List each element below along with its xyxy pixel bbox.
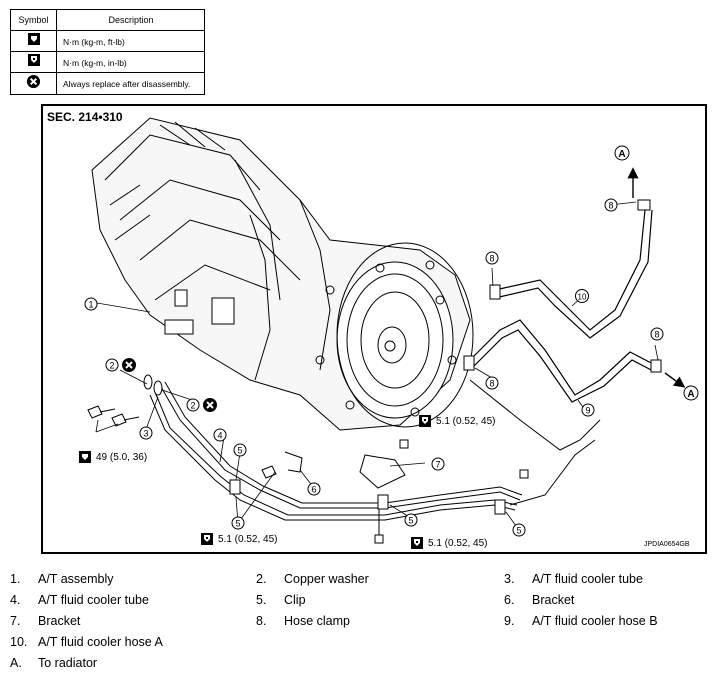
callout-10: 10 (574, 289, 590, 306)
svg-text:8: 8 (489, 379, 494, 389)
callout-a: A (683, 385, 699, 404)
figure-id: JPDIA0654GB (644, 541, 690, 548)
legend-item: 4.A/T fluid cooler tube (10, 593, 149, 607)
legend-item: 9.A/T fluid cooler hose B (504, 614, 658, 628)
symbol-description: N·m (kg-m, ft-lb) (63, 36, 125, 47)
svg-text:5: 5 (235, 519, 240, 529)
legend-item: 8.Hose clamp (256, 614, 350, 628)
cooler-hose-a (489, 167, 653, 339)
diagram-frame (41, 104, 707, 554)
legend-item: A.To radiator (10, 656, 98, 670)
svg-text:2: 2 (190, 401, 195, 411)
svg-text:8: 8 (654, 330, 659, 340)
svg-text:9: 9 (585, 406, 590, 416)
always-replace-icon (203, 398, 217, 412)
callout-8: 8 (604, 198, 618, 215)
callout-8: 8 (485, 376, 499, 393)
torque-spec-5-1: 5.1 (0.52, 45) (410, 536, 487, 550)
symbol-description: N·m (kg-m, in-lb) (63, 57, 127, 68)
symbol-row: N·m (kg-m, in-lb) (11, 51, 204, 73)
always-replace-icon (122, 358, 136, 372)
svg-text:1: 1 (88, 300, 93, 310)
torque-wrench-small-icon (27, 53, 41, 72)
symbol-row: Always replace after disassembly. (11, 72, 204, 95)
torque-wrench-small-icon (200, 532, 214, 546)
svg-text:8: 8 (608, 201, 613, 211)
always-replace-icon (26, 74, 41, 94)
torque-wrench-small-icon (410, 536, 424, 550)
legend-item: 2.Copper washer (256, 572, 369, 586)
legend-item: 6.Bracket (504, 593, 575, 607)
callout-8: 8 (485, 251, 499, 268)
torque-wrench-icon (78, 450, 92, 464)
callout-5: 5 (233, 443, 247, 460)
svg-text:7: 7 (435, 460, 440, 470)
svg-text:4: 4 (217, 431, 222, 441)
symbol-description: Always replace after disassembly. (63, 79, 191, 89)
torque-spec-5-1: 5.1 (0.52, 45) (418, 414, 495, 428)
legend-item: 10.A/T fluid cooler hose A (10, 635, 163, 649)
svg-text:3: 3 (143, 429, 148, 439)
svg-text:8: 8 (489, 254, 494, 264)
callout-5: 5 (512, 523, 526, 540)
torque-wrench-icon (27, 32, 41, 51)
svg-text:2: 2 (109, 361, 114, 371)
callout-2-washer: 2 (105, 357, 137, 373)
svg-text:5: 5 (408, 516, 413, 526)
torque-spec-5-1: 5.1 (0.52, 45) (200, 532, 277, 546)
svg-text:5: 5 (516, 526, 521, 536)
legend-item: 5.Clip (256, 593, 306, 607)
bracket-6 (284, 451, 303, 473)
svg-text:A: A (618, 149, 625, 160)
callout-2-washer: 2 (186, 397, 218, 413)
callout-a: A (614, 145, 630, 164)
bracket-7 (359, 454, 406, 489)
svg-text:10: 10 (578, 293, 587, 302)
callout-5: 5 (231, 516, 245, 533)
callout-7: 7 (431, 457, 445, 474)
svg-text:6: 6 (311, 485, 316, 495)
callout-6: 6 (307, 482, 321, 499)
legend-item: 7.Bracket (10, 614, 81, 628)
legend-item: 3.A/T fluid cooler tube (504, 572, 643, 586)
callout-1: 1 (84, 297, 98, 314)
symbol-column-header: Symbol (11, 10, 57, 30)
symbol-row: N·m (kg-m, ft-lb) (11, 30, 204, 52)
cooler-hose-b (463, 319, 686, 403)
torque-wrench-small-icon (418, 414, 432, 428)
callout-4: 4 (213, 428, 227, 445)
callout-5: 5 (404, 513, 418, 530)
callout-9: 9 (581, 403, 595, 420)
transmission-illustration (87, 117, 686, 544)
legend-item: 1.A/T assembly (10, 572, 114, 586)
svg-text:A: A (687, 389, 694, 400)
callout-3: 3 (139, 426, 153, 443)
transmission-assembly (91, 117, 474, 431)
symbol-table-header: Symbol Description (11, 10, 204, 30)
torque-spec-49: 49 (5.0, 36) (78, 450, 147, 464)
callout-8: 8 (650, 327, 664, 344)
section-title: SEC. 214•310 (47, 110, 123, 124)
description-column-header: Description (108, 15, 154, 25)
symbol-table: Symbol Description N·m (kg-m, ft-lb) N·m… (10, 9, 205, 95)
fluid-cooler-tubes (149, 379, 601, 521)
svg-text:5: 5 (237, 446, 242, 456)
